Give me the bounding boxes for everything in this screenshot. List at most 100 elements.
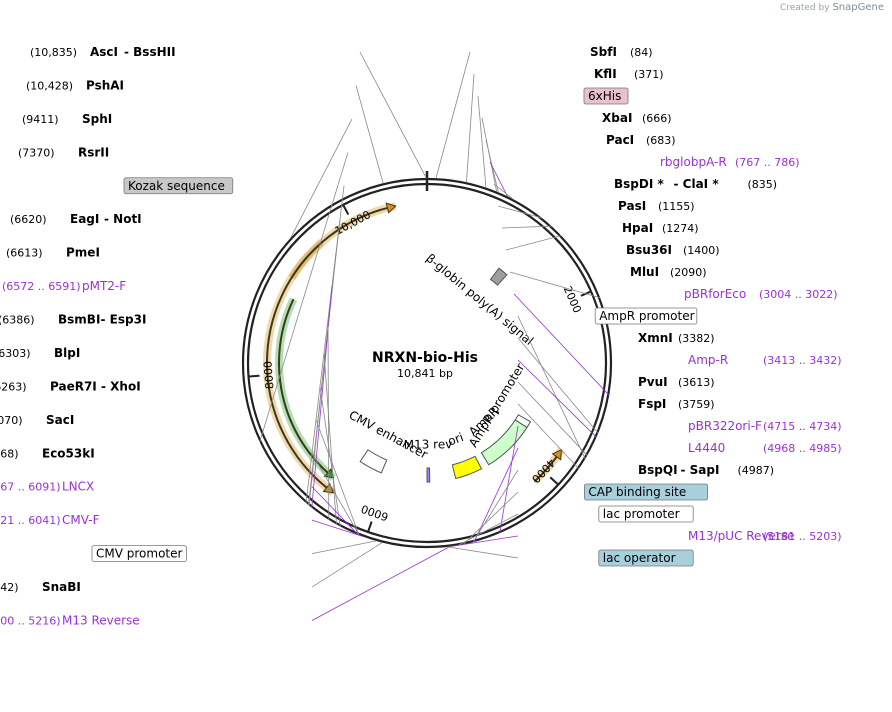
- label-sbfi[interactable]: SbfI(84): [590, 45, 653, 59]
- label-lncx[interactable]: (6067 .. 6091)LNCX: [0, 480, 94, 494]
- label-cmv-promoter[interactable]: CMV promoter: [91, 545, 187, 562]
- label-leader-line: [501, 225, 552, 229]
- label-lac-promoter[interactable]: lac promoter: [598, 505, 694, 523]
- label-leader-line: [323, 352, 337, 525]
- label-bsu36i[interactable]: Bsu36I (1400): [626, 243, 720, 257]
- primer-name: pBR322ori-F: [688, 419, 762, 433]
- label-leader-line: [509, 271, 601, 299]
- label-leader-line: [319, 386, 341, 527]
- label-leader-line: [311, 540, 377, 554]
- enzyme-name: Bsu36I: [626, 243, 672, 257]
- primer-range: (6572 .. 6591): [2, 280, 81, 293]
- label-leader-line: [505, 235, 562, 251]
- label-ampr-promoter[interactable]: AmpR promoter: [594, 307, 698, 325]
- label-pbrforeco[interactable]: pBRforEco(3004 .. 3022): [684, 287, 838, 301]
- label-l4440[interactable]: L4440(4968 .. 4985): [688, 441, 842, 455]
- label-bspqi[interactable]: BspQI- SapI(4987): [638, 463, 774, 477]
- label-pasi[interactable]: PasI(1155): [618, 199, 695, 213]
- label-blpi[interactable]: (6303)BlpI: [0, 346, 80, 360]
- enzyme-name-2: - ClaI *: [674, 177, 720, 191]
- primer-name: rbglobpA-R: [660, 155, 727, 169]
- label-bspdi[interactable]: BspDI *- ClaI *(835): [614, 177, 777, 191]
- label-kozak-sequence[interactable]: Kozak sequence: [123, 177, 234, 195]
- feature-cmv-enhancer-label: CMV enhancer: [347, 408, 430, 462]
- tick-label: 6000: [359, 502, 390, 524]
- primer-range: (6067 .. 6091): [0, 481, 61, 494]
- enzyme-name: PasI: [618, 199, 646, 213]
- feature-ori-label: ori: [446, 430, 466, 449]
- label-leader-line: [473, 447, 519, 543]
- label-leader-line: [462, 491, 519, 545]
- label-pbr322ori-f[interactable]: pBR322ori-F(4715 .. 4734): [688, 419, 842, 433]
- label-m13-puc-reverse[interactable]: M13/pUC Reverse(5181 .. 5203): [688, 529, 842, 543]
- label-paer7i[interactable]: (6263)PaeR7I- XhoI: [0, 379, 141, 393]
- label-6xhis[interactable]: 6xHis: [583, 87, 629, 105]
- label-pmei[interactable]: (6613)PmeI: [6, 246, 100, 260]
- enzyme-name-2: - SapI: [681, 463, 720, 477]
- label-leader-line: [359, 51, 427, 179]
- label-rsrii[interactable]: (7370)RsrII: [18, 145, 109, 159]
- primer-range: (4968 .. 4985): [763, 442, 842, 455]
- primer-name: Amp-R: [688, 353, 728, 367]
- feature-label-box: [123, 177, 234, 195]
- feature-arc: [290, 205, 396, 279]
- enzyme-name: BspQI: [638, 463, 678, 477]
- label-xbai[interactable]: XbaI(666): [602, 111, 672, 125]
- label-sphi[interactable]: (9411)SphI: [22, 112, 112, 126]
- feature-label-box: [91, 545, 187, 562]
- label-pvui[interactable]: PvuI(3613): [638, 375, 715, 389]
- label-kfli[interactable]: KflI(371): [594, 67, 664, 81]
- enzyme-position: (6386): [0, 314, 35, 327]
- label-leader-line: [466, 73, 475, 183]
- label-amp-r[interactable]: Amp-R(3413 .. 3432): [688, 353, 842, 367]
- label-paci[interactable]: PacI(683): [606, 133, 676, 147]
- primer-range: (767 .. 786): [735, 156, 800, 169]
- label-asci[interactable]: (10,835)AscI- BssHII: [30, 45, 176, 59]
- label-leader-line: [327, 319, 330, 520]
- enzyme-name: EagI: [70, 212, 99, 226]
- label-leader-line: [311, 542, 383, 588]
- label-cap-binding-site[interactable]: CAP binding site: [584, 483, 709, 501]
- arrowhead-icon: [385, 202, 397, 214]
- tick-mark: [367, 521, 373, 532]
- enzyme-name: KflI: [594, 67, 617, 81]
- label-lac-operator[interactable]: lac operator: [598, 549, 694, 567]
- enzyme-position: (9411): [22, 113, 59, 126]
- label-leader-line: [517, 381, 588, 456]
- label-eco53ki[interactable]: (6068)Eco53kI: [0, 446, 95, 460]
- label-saci[interactable]: (6070)SacI: [0, 413, 74, 427]
- enzyme-name: PmeI: [66, 246, 100, 260]
- feature-label-box: [598, 505, 694, 523]
- enzyme-position: (6620): [10, 213, 47, 226]
- label-eagi[interactable]: (6620)EagI- NotI: [10, 212, 142, 226]
- label-fspi[interactable]: FspI(3759): [638, 397, 715, 411]
- label-bsmbi[interactable]: (6386)BsmBI- Esp3I: [0, 313, 146, 327]
- snapgene-logo-text: SnapGene: [832, 2, 884, 13]
- label-pmt2-f[interactable]: (6572 .. 6591)pMT2-F: [2, 279, 126, 293]
- label-xmni[interactable]: XmnI(3382): [638, 331, 715, 345]
- enzyme-name: HpaI: [622, 221, 653, 235]
- label-leader-line: [315, 419, 360, 536]
- label-leader-line: [489, 161, 508, 197]
- label-hpai[interactable]: HpaI(1274): [622, 221, 699, 235]
- label-cmv-f[interactable]: (6021 .. 6041)CMV-F: [0, 513, 100, 527]
- primer-name: M13/pUC Reverse: [688, 529, 795, 543]
- feature-arc: [266, 241, 334, 494]
- enzyme-name: XmnI: [638, 331, 673, 345]
- enzyme-name: BspDI *: [614, 177, 664, 191]
- label-m13-reverse[interactable]: (5200 .. 5216)M13 Reverse: [0, 613, 140, 627]
- label-rbglobpa-r[interactable]: rbglobpA-R (767 .. 786): [660, 155, 800, 169]
- tick-mark: [549, 476, 559, 485]
- label-mlui[interactable]: MluI(2090): [630, 265, 707, 279]
- enzyme-position: (3613): [678, 376, 715, 389]
- credit-prefix: Created by: [780, 3, 830, 13]
- enzyme-name: BsmBI: [58, 313, 100, 327]
- enzyme-position: (1400): [683, 244, 720, 257]
- label-snabi[interactable]: (5842)SnaBI: [0, 580, 81, 594]
- enzyme-position: (10,835): [30, 46, 77, 59]
- labels-layer: (10,835)AscI- BssHII(10,428)PshAI(9411)S…: [0, 45, 842, 627]
- label-pshai[interactable]: (10,428)PshAI: [26, 78, 124, 92]
- label-leader-line: [477, 95, 487, 188]
- tick-label: 2000: [561, 284, 584, 315]
- enzyme-position: (2090): [670, 266, 707, 279]
